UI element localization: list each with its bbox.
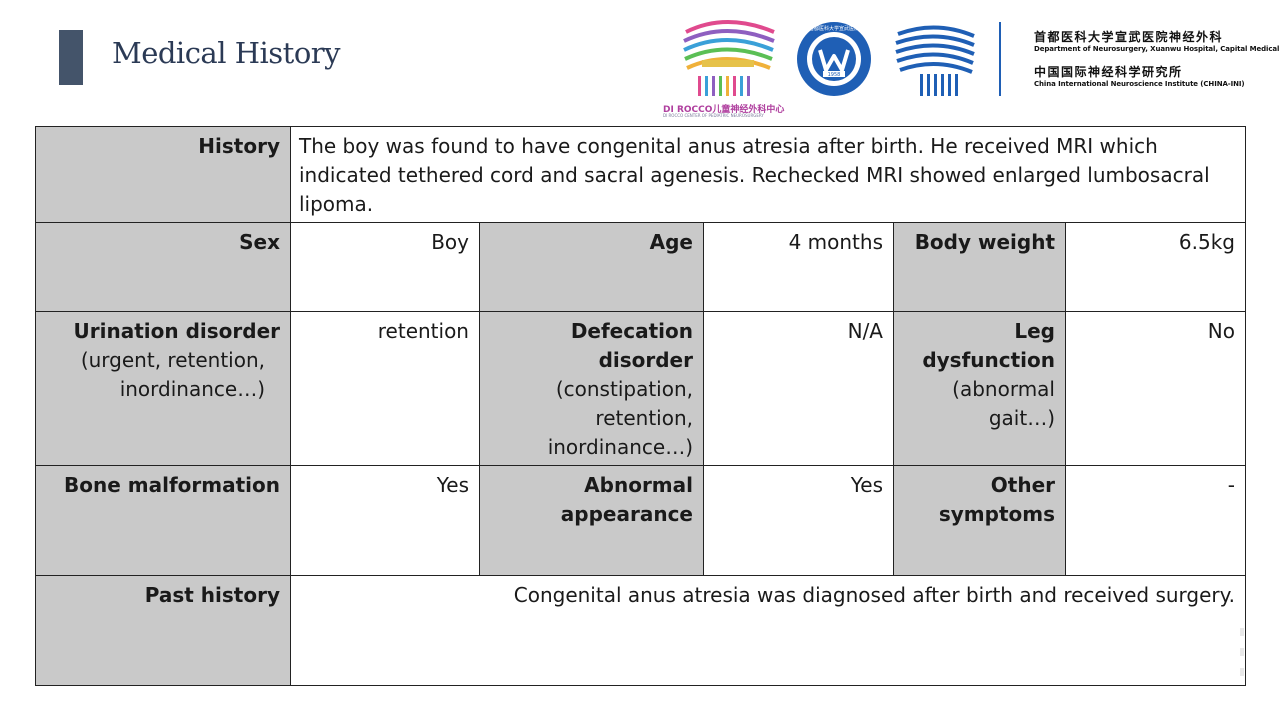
logo-caption-sub: DI ROCCO CENTER OF PEDIATRIC NEUROSURGER…: [663, 113, 764, 118]
body-weight-value: 6.5kg: [1065, 222, 1246, 312]
urination-sub: (urgent, retention, inordinance…): [80, 348, 265, 401]
logo-area: DI ROCCO儿童神经外科中心 DI ROCCO CENTER OF PEDI…: [660, 10, 1280, 122]
defecation-label: Defecation disorder (constipation, reten…: [479, 311, 704, 466]
leg-dysfunction-sub: (abnormal gait…): [952, 377, 1055, 430]
other-symptoms-label: Other symptoms: [893, 465, 1066, 576]
table-row: History The boy was found to have congen…: [35, 126, 1246, 223]
edge-mark: [1240, 628, 1244, 636]
urination-value: retention: [290, 311, 480, 466]
other-symptoms-value: -: [1065, 465, 1246, 576]
edge-mark: [1240, 668, 1244, 676]
logo-caption: DI ROCCO儿童神经外科中心: [663, 105, 785, 115]
institution-en-1: Department of Neurosurgery, Xuanwu Hospi…: [1034, 45, 1280, 53]
hospital-badge-icon: 1958 首都医科大学宣武医院: [797, 22, 871, 96]
sex-value: Boy: [290, 222, 480, 312]
body-weight-label: Body weight: [893, 222, 1066, 312]
badge-year: 1958: [828, 72, 841, 78]
title-accent-bar: [59, 30, 83, 85]
badge-text: 首都医科大学宣武医院: [809, 25, 859, 32]
age-label: Age: [479, 222, 704, 312]
leg-dysfunction-label: Leg dysfunction (abnormal gait…): [893, 311, 1066, 466]
page-title: Medical History: [112, 36, 341, 70]
age-value: 4 months: [703, 222, 894, 312]
edge-mark: [1240, 648, 1244, 656]
bone-malformation-label: Bone malformation: [35, 465, 291, 576]
table-row: Sex Boy Age 4 months Body weight 6.5kg: [35, 222, 1246, 312]
china-ini-logo: [895, 25, 975, 96]
table-row: Bone malformation Yes Abnormal appearanc…: [35, 465, 1246, 576]
abnormal-appearance-label: Abnormal appearance: [479, 465, 704, 576]
logo-separator: [999, 22, 1001, 96]
table-row: Past history Congenital anus atresia was…: [35, 575, 1246, 686]
leg-dysfunction-value: No: [1065, 311, 1246, 466]
institution-cn-1: 首都医科大学宣武医院神经外科: [1034, 30, 1224, 44]
institution-cn-2: 中国国际神经科学研究所: [1034, 65, 1183, 79]
bone-malformation-value: Yes: [290, 465, 480, 576]
table-row: Urination disorder (urgent, retention, i…: [35, 311, 1246, 466]
defecation-sub: (constipation, retention, inordinance…): [547, 377, 693, 459]
di-rocco-center-logo: [683, 20, 775, 96]
institution-en-2: China International Neuroscience Institu…: [1034, 80, 1245, 88]
sex-label: Sex: [35, 222, 291, 312]
history-value: The boy was found to have congenital anu…: [290, 126, 1246, 223]
abnormal-appearance-value: Yes: [703, 465, 894, 576]
urination-label: Urination disorder (urgent, retention, i…: [35, 311, 291, 466]
defecation-value: N/A: [703, 311, 894, 466]
history-label: History: [35, 126, 291, 223]
past-history-label: Past history: [35, 575, 291, 686]
medical-history-table: History The boy was found to have congen…: [35, 126, 1246, 686]
past-history-value: Congenital anus atresia was diagnosed af…: [290, 575, 1246, 686]
